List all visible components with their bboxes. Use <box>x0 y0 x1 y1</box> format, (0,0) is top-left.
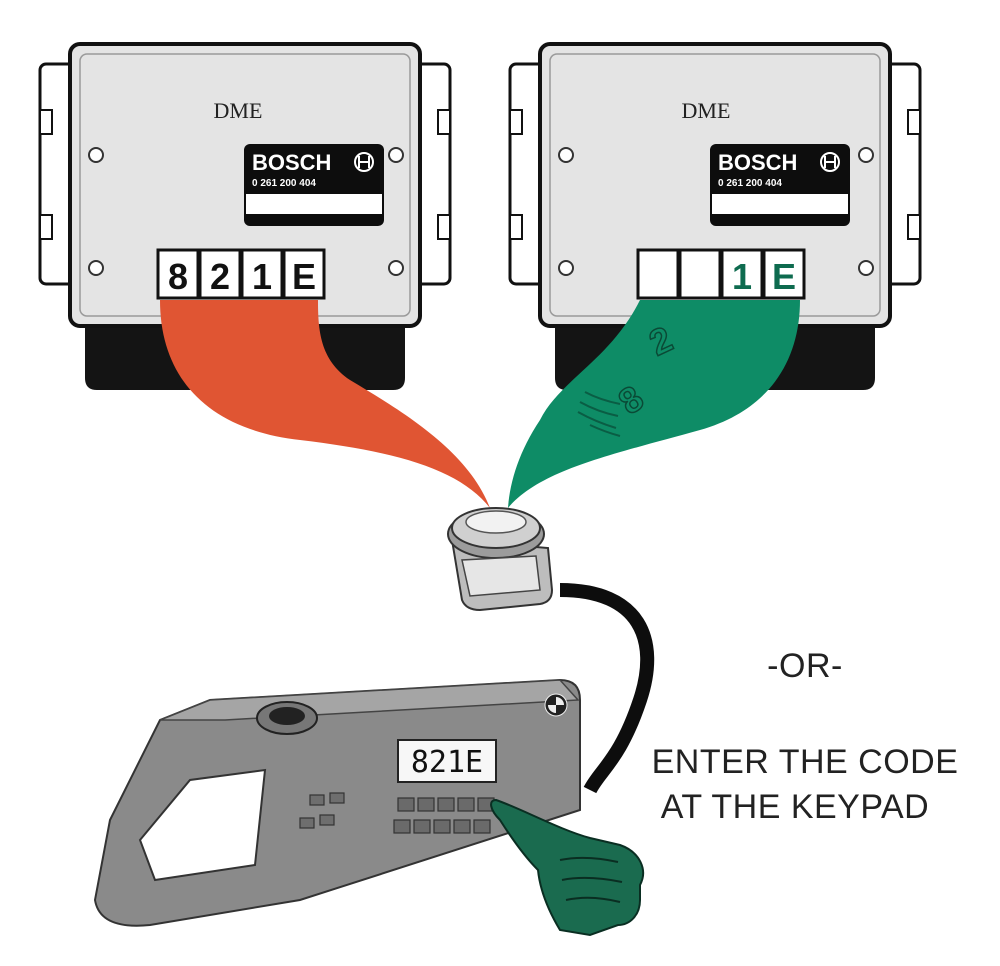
keypad-key[interactable] <box>453 819 471 834</box>
keypad-key[interactable] <box>417 797 435 812</box>
keypad-key[interactable] <box>397 797 415 812</box>
handheld-tester: 821E <box>93 678 581 927</box>
tester-lcd-code: 821E <box>411 745 483 780</box>
left-bosch-brand: BOSCH <box>252 150 331 175</box>
right-code-stream <box>508 300 800 508</box>
keypad-key[interactable] <box>413 819 431 834</box>
diagnostic-connector <box>447 507 655 794</box>
left-digit-0: 8 <box>168 256 188 297</box>
right-digit-box <box>762 248 806 300</box>
right-digit-box <box>636 248 680 300</box>
left-digit-3: E <box>292 256 316 297</box>
connector-cable <box>559 583 655 794</box>
instruction-line-2: AT THE KEYPAD <box>661 788 930 826</box>
left-bosch-logo-icon <box>354 152 374 172</box>
right-digit-box <box>720 248 764 300</box>
right-module-screws <box>558 147 874 276</box>
left-part-number: 0 261 200 404 <box>252 178 316 189</box>
keypad-key[interactable] <box>393 819 411 834</box>
right-digit-3: E <box>772 256 796 297</box>
right-bosch-logo-icon <box>820 152 840 172</box>
keypad-key[interactable] <box>437 797 455 812</box>
pointing-hand-icon <box>490 798 645 937</box>
right-part-number: 0 261 200 404 <box>718 178 782 189</box>
right-bosch-brand: BOSCH <box>718 150 797 175</box>
right-digit-box <box>678 248 722 300</box>
right-dme-label: DME <box>682 98 731 123</box>
left-digit-box <box>282 248 326 300</box>
tester-handle-opening <box>138 768 267 882</box>
left-digit-box <box>156 248 200 300</box>
right-digit-2: 1 <box>732 256 752 297</box>
left-code-stream <box>160 300 490 508</box>
keypad-key[interactable] <box>433 819 451 834</box>
left-digit-box <box>198 248 242 300</box>
bmw-logo-icon <box>544 693 568 717</box>
keypad-key[interactable] <box>457 797 475 812</box>
left-dme-label: DME <box>214 98 263 123</box>
tester-keypad <box>393 797 495 834</box>
keypad-key[interactable] <box>473 819 491 834</box>
left-module-screws <box>88 147 404 276</box>
left-digit-2: 1 <box>252 256 272 297</box>
tester-side-buttons <box>299 792 345 829</box>
left-digit-box <box>240 248 284 300</box>
left-digit-1: 2 <box>210 256 230 297</box>
instruction-line-1: ENTER THE CODE <box>652 743 959 781</box>
or-label: -OR- <box>767 647 843 685</box>
right-stream-speed-lines <box>577 391 621 437</box>
tester-lcd-display <box>397 739 497 783</box>
